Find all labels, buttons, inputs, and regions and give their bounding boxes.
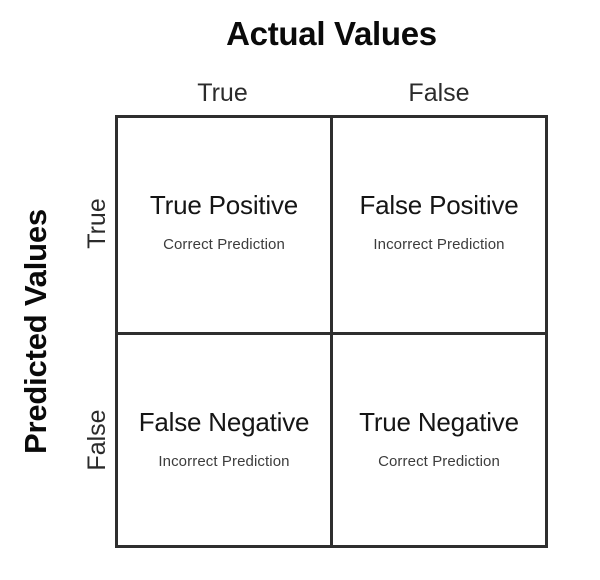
matrix-cell-false-positive[interactable]: False Positive Incorrect Prediction [333, 118, 545, 335]
cell-title: True Negative [359, 407, 519, 437]
predicted-values-axis-title: Predicted Values [18, 209, 53, 454]
matrix-cell-true-negative[interactable]: True Negative Correct Prediction [333, 335, 545, 545]
row-header-true: True [83, 198, 111, 249]
cell-title: False Positive [359, 190, 519, 220]
cell-content: True Negative Correct Prediction [333, 407, 545, 471]
actual-values-axis-title: Actual Values [226, 15, 437, 52]
cell-subtitle: Incorrect Prediction [373, 236, 505, 253]
matrix-cell-false-negative[interactable]: False Negative Incorrect Prediction [118, 335, 333, 545]
column-header-false: False [408, 79, 470, 107]
cell-subtitle: Correct Prediction [378, 453, 500, 470]
cell-title: True Positive [149, 190, 299, 220]
cell-content: False Negative Incorrect Prediction [118, 407, 330, 471]
column-header-true: True [197, 79, 248, 107]
cell-content: True Positive Correct Prediction [118, 190, 330, 254]
confusion-matrix-grid: True Positive Correct Prediction False P… [115, 115, 548, 548]
cell-subtitle: Correct Prediction [163, 236, 285, 253]
cell-title: False Negative [138, 407, 310, 437]
cell-content: False Positive Incorrect Prediction [333, 190, 545, 254]
matrix-cell-true-positive[interactable]: True Positive Correct Prediction [118, 118, 333, 335]
cell-subtitle: Incorrect Prediction [158, 453, 290, 470]
row-header-false: False [83, 409, 111, 471]
